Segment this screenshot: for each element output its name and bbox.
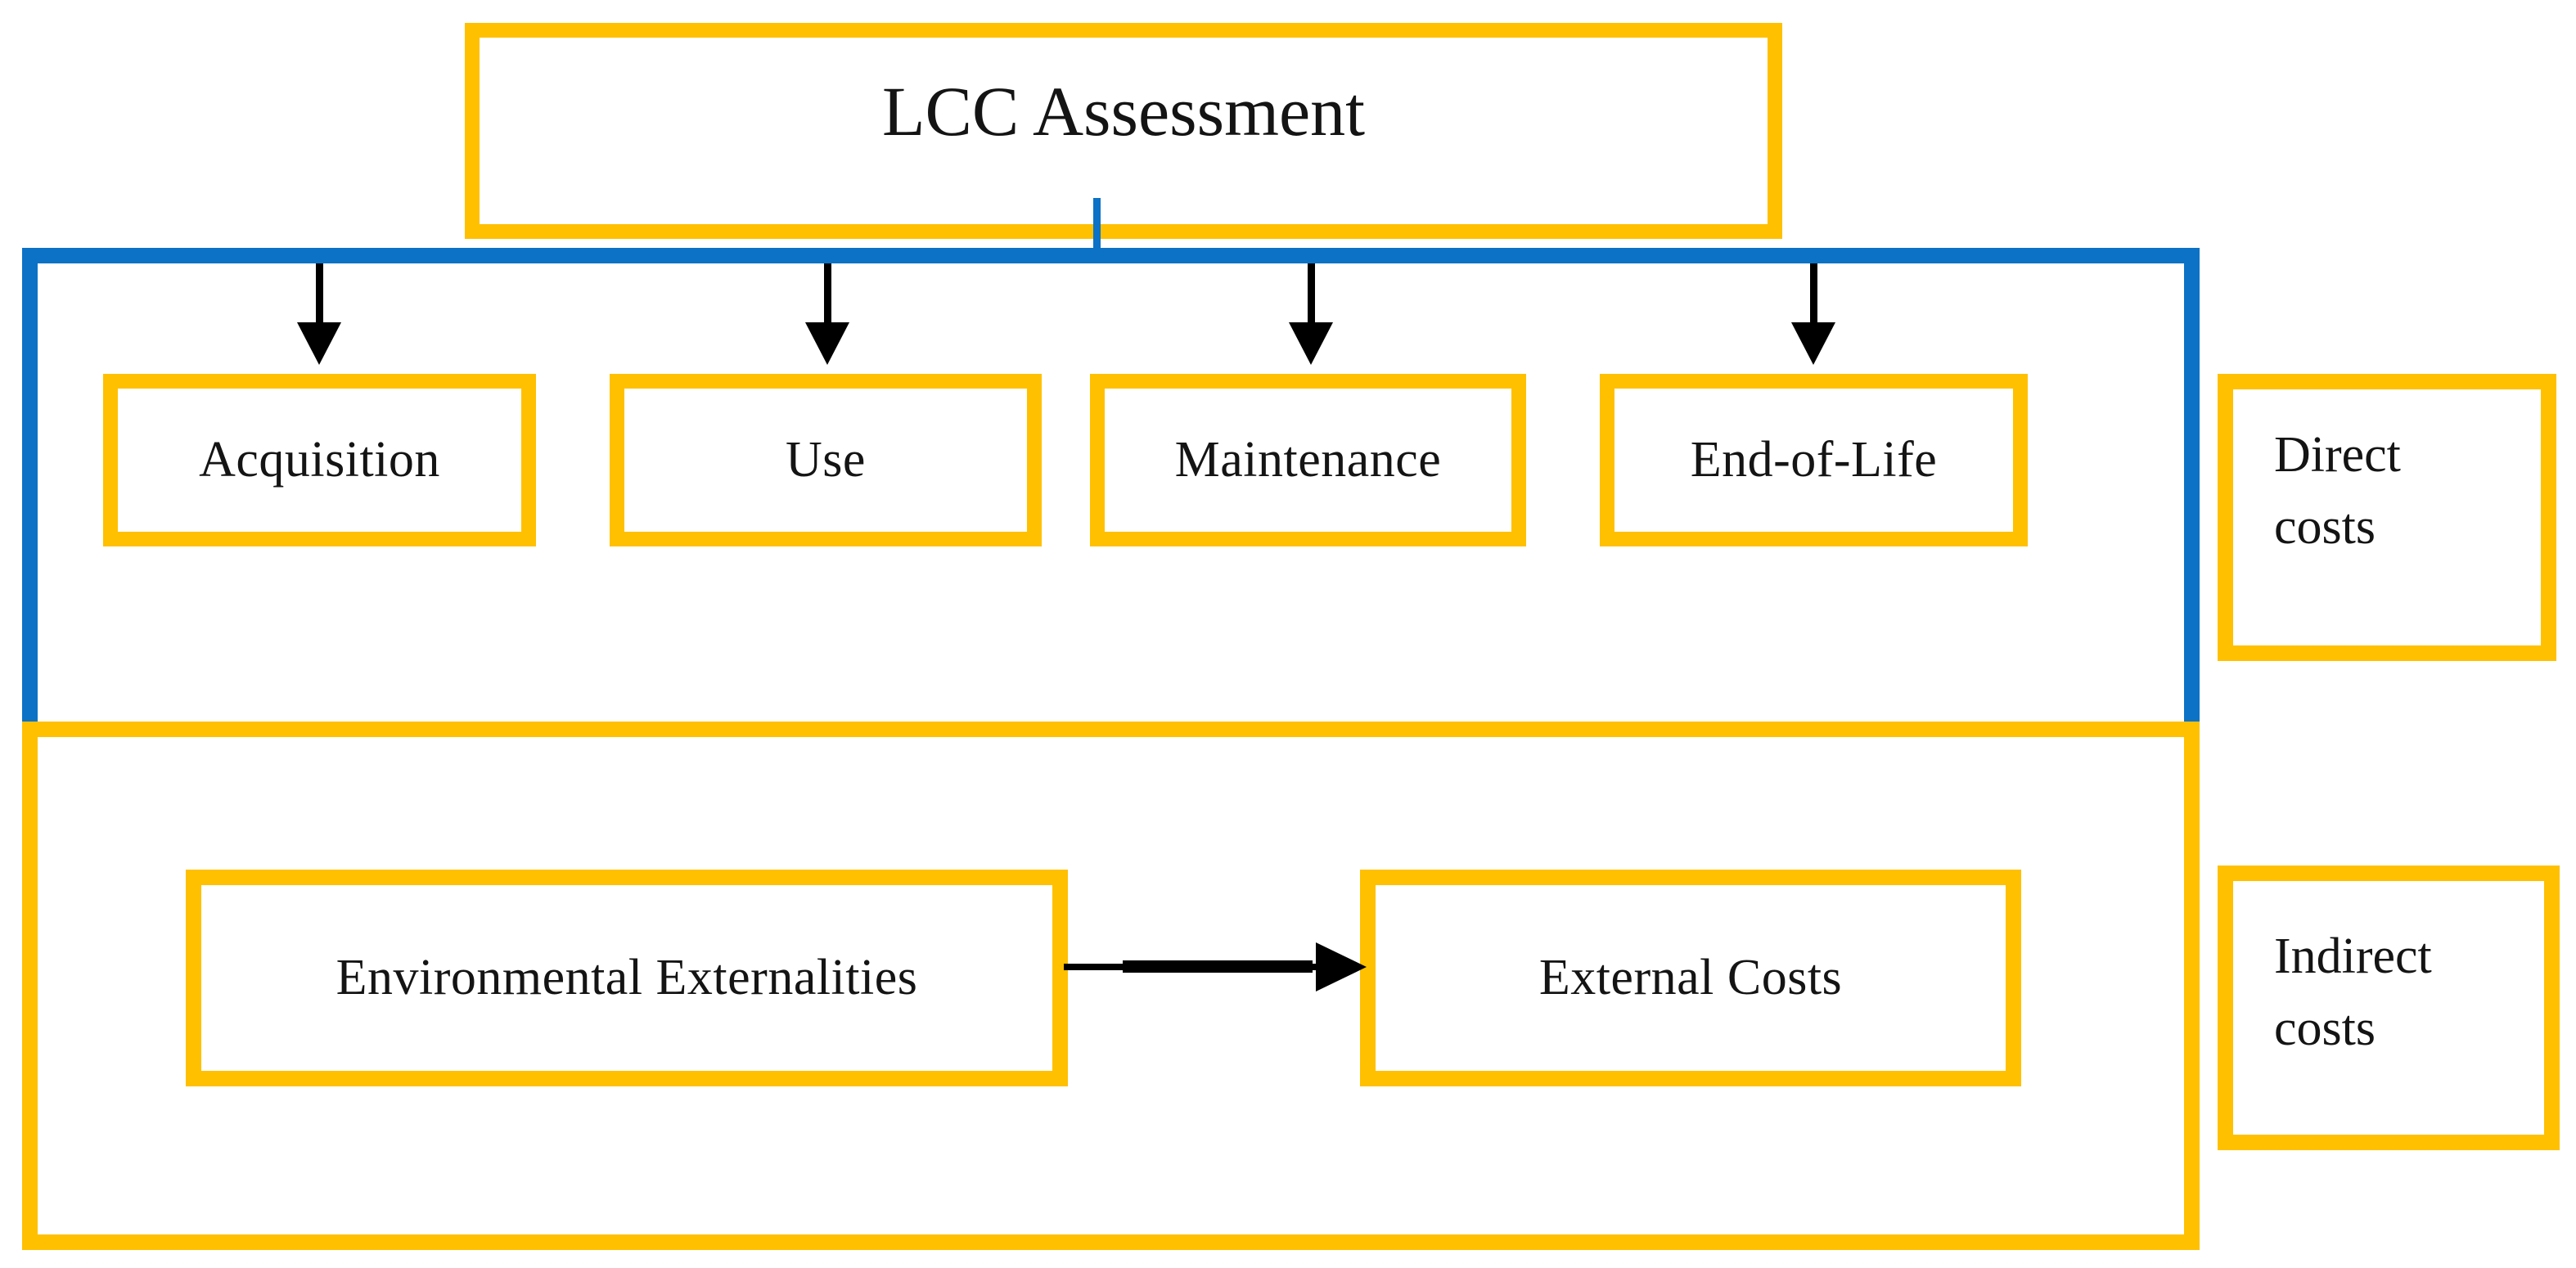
environmental-externalities-label: Environmental Externalities [336,950,918,1005]
down-arrow-icon [1289,263,1333,370]
arrow-head [297,322,341,365]
phase-box-maintenance: Maintenance [1090,374,1526,546]
indirect-costs-label-line1: Indirect [2274,929,2432,984]
phase-box-acquisition: Acquisition [103,374,536,546]
arrow-shaft [316,263,323,326]
indirect-costs-section [22,722,2200,1250]
arrow-shaft [1810,263,1817,326]
phase-label: End-of-Life [1690,432,1938,488]
arrow-shaft [824,263,831,326]
arrow-head [805,322,849,365]
phase-label: Maintenance [1174,432,1442,488]
down-arrow-icon [805,263,849,370]
down-arrow-icon [297,263,341,370]
phase-box-use: Use [610,374,1042,546]
title-label: LCC Assessment [881,72,1366,151]
external-costs-label: External Costs [1538,950,1843,1005]
arrow-shaft [1308,263,1315,326]
indirect-costs-box: Indirect costs [2218,866,2560,1150]
direct-costs-section [22,248,2200,722]
arrow-head [1316,942,1367,991]
arrow-head [1289,322,1333,365]
indirect-costs-label-line2: costs [2274,1000,2376,1056]
external-costs-box: External Costs [1360,870,2021,1086]
phase-label: Acquisition [199,432,440,488]
direct-costs-label-line2: costs [2274,499,2376,555]
phase-box-end-of-life: End-of-Life [1600,374,2028,546]
arrow-shaft-overlay [1123,960,1313,973]
title-box: LCC Assessment [465,23,1782,239]
right-arrow-icon [1064,942,1368,991]
arrow-head [1791,322,1835,365]
direct-costs-box: Direct costs [2218,374,2556,661]
down-arrow-icon [1791,263,1835,370]
phase-label: Use [786,432,866,488]
environmental-externalities-box: Environmental Externalities [186,870,1068,1086]
title-connector-line [1093,198,1101,257]
direct-costs-label-line1: Direct [2274,427,2401,483]
